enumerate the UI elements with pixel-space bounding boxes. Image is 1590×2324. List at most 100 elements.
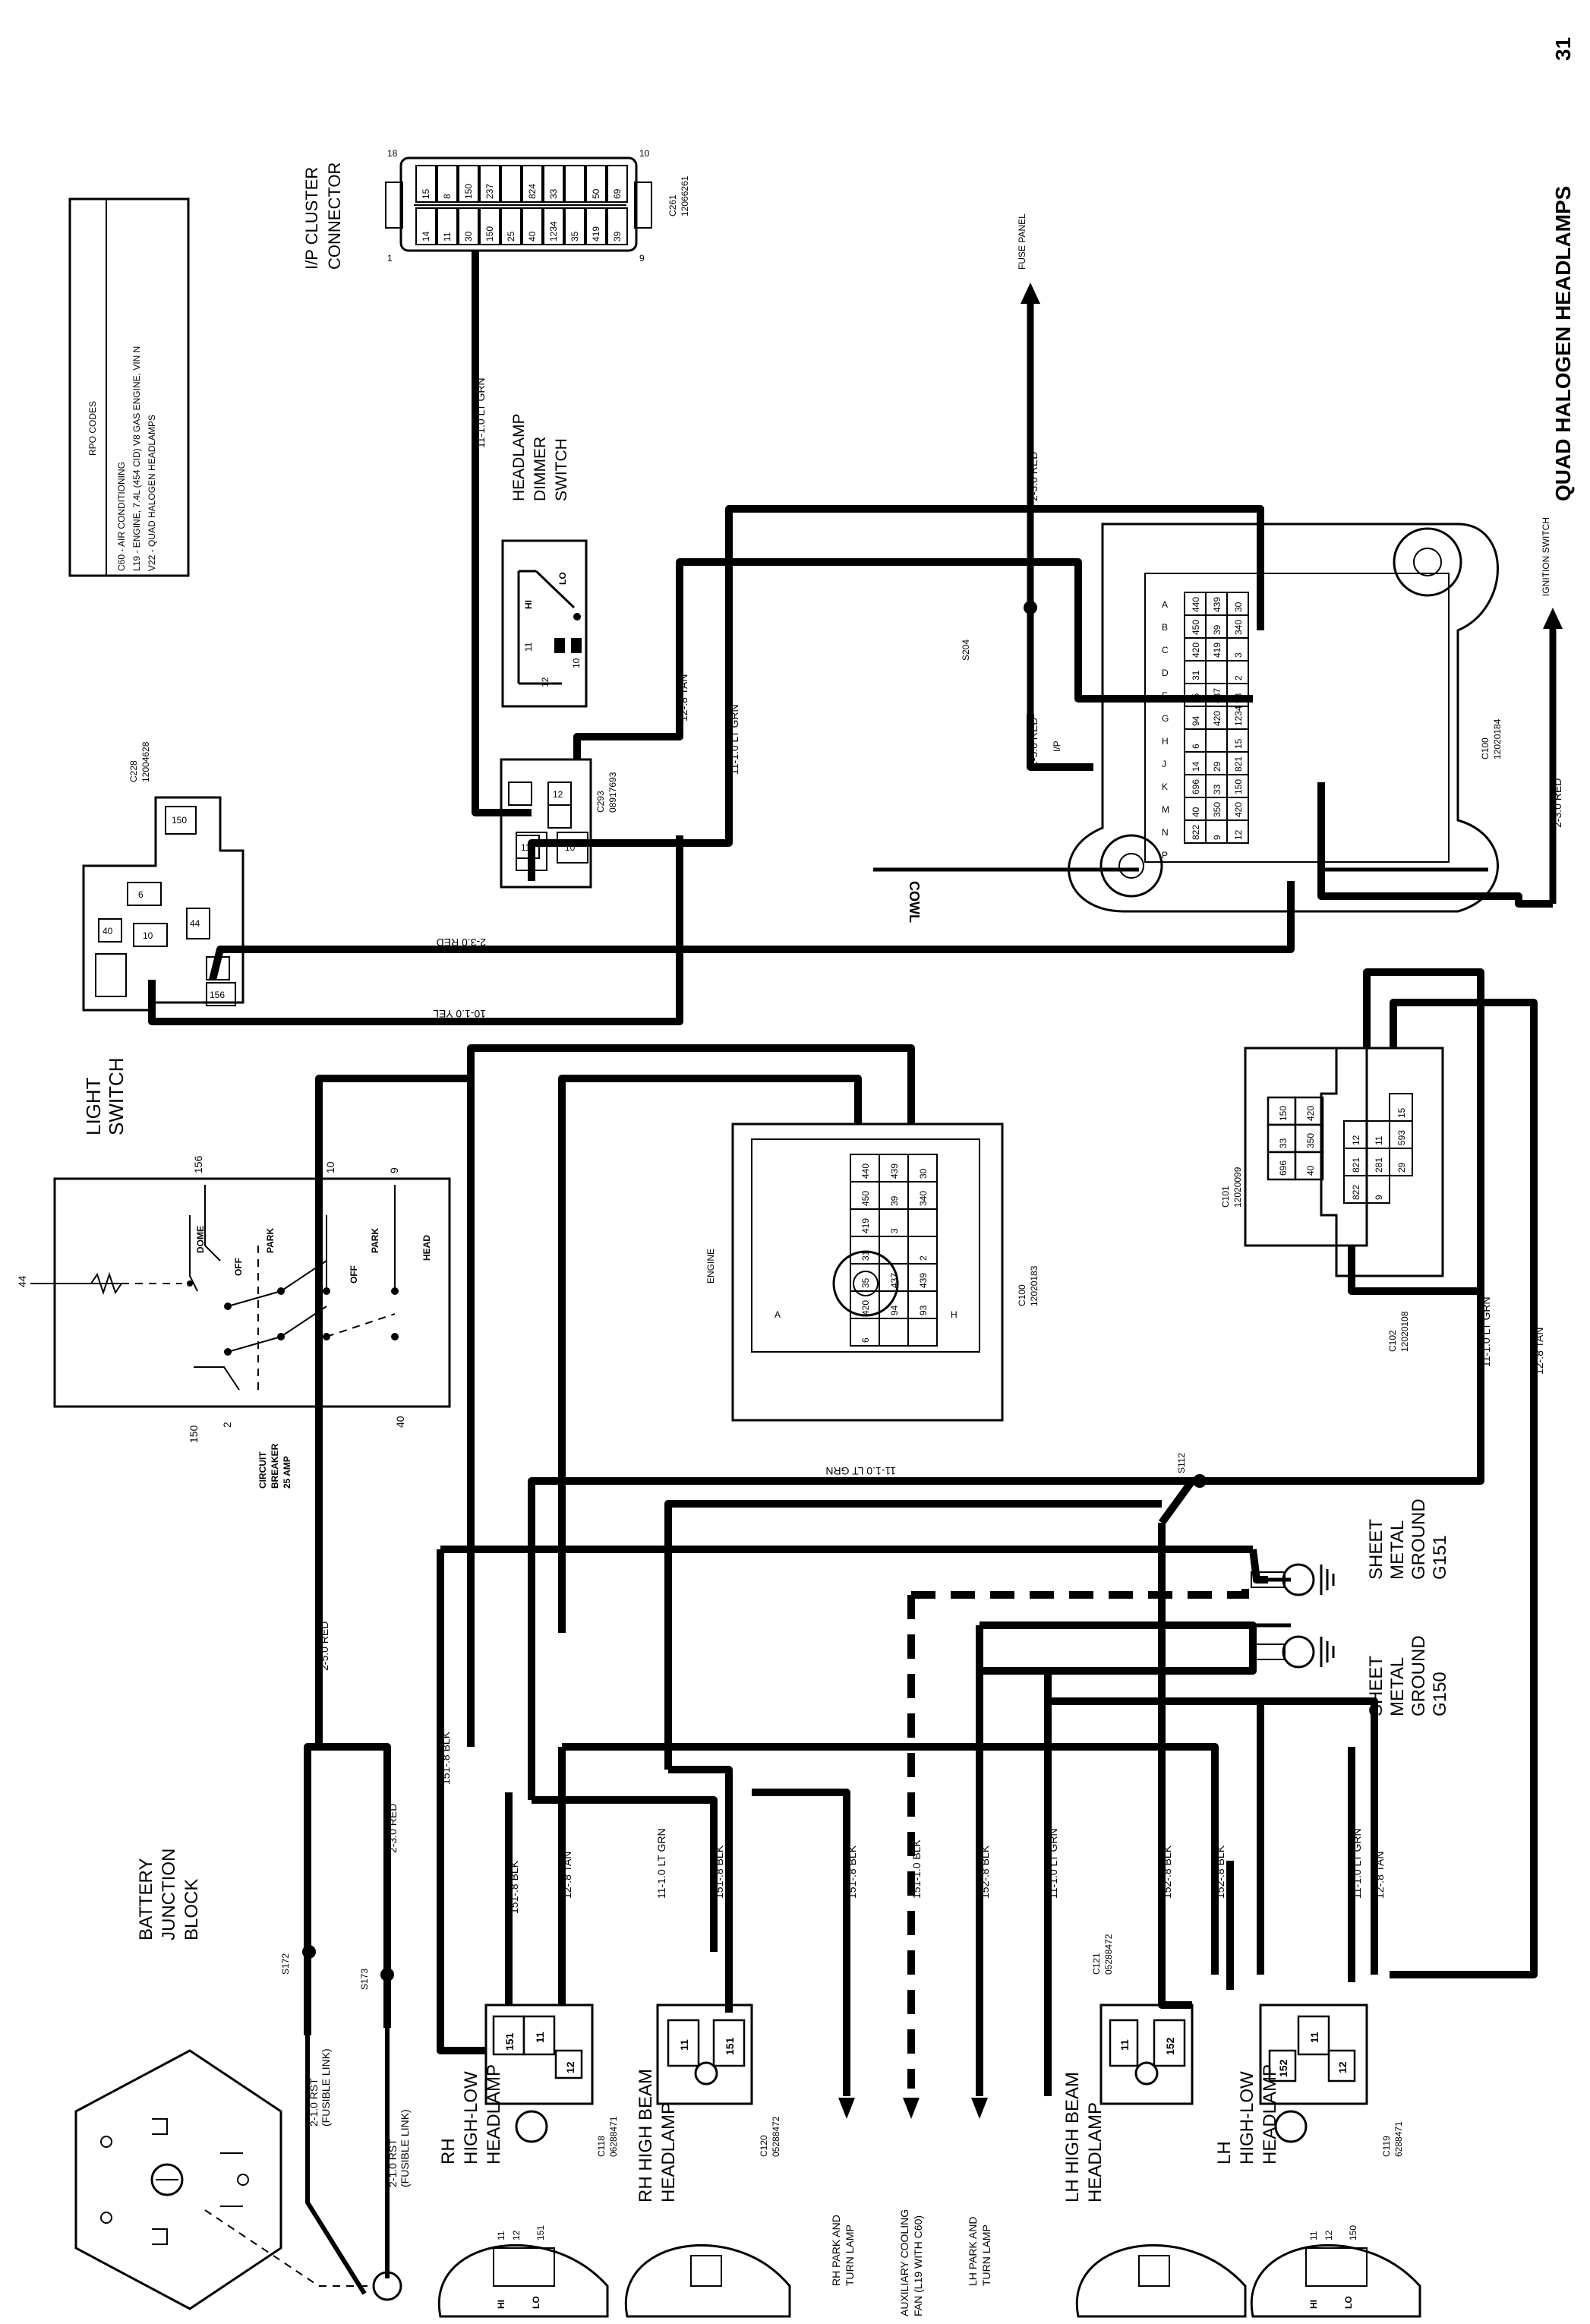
lh-high-low-headlamp: LH HIGH-LOW HEADLAMP 11 12 150 HI LO [1214,2064,1421,2318]
c100-engine-pin [907,1318,938,1347]
svg-text:11: 11 [1118,2039,1131,2051]
svg-text:SHEET: SHEET [1366,1656,1387,1716]
svg-text:BATTERY: BATTERY [136,1858,156,1940]
svg-text:350: 350 [1305,1133,1316,1148]
c102-pin-label: 281 [1374,1157,1384,1173]
svg-text:HI: HI [496,2300,506,2309]
c100-ip-pin-label: 31 [1191,670,1201,680]
c100-ip-pin-label: 9 [1212,835,1222,840]
ip-cluster-pin: 11 [442,232,453,242]
svg-text:2-3.0 RED: 2-3.0 RED [1027,452,1039,501]
svg-text:C102: C102 [1387,1330,1398,1352]
svg-text:GROUND: GROUND [1409,1635,1429,1716]
svg-text:C101: C101 [1220,1186,1231,1208]
svg-text:I/P CLUSTER: I/P CLUSTER [302,167,321,270]
svg-text:150: 150 [172,815,187,826]
connector-c293: 12 10 11 C293 08917693 [500,758,618,889]
lh-high-beam-headlamp: LH HIGH BEAM HEADLAMP [1062,2072,1247,2318]
svg-text:6: 6 [138,889,144,900]
c100-ip-pin-label: 822 [1191,825,1201,840]
c100-ip-pin [1226,819,1249,844]
ip-cluster-pin: 14 [421,231,431,242]
svg-text:LIGHT: LIGHT [82,1077,105,1135]
c100-engine-pin-label: 2 [918,1255,929,1261]
rpo-line: V22 - QUAD HALOGEN HEADLAMPS [147,415,157,571]
rpo-heading: RPO CODES [87,401,98,456]
svg-text:OFF: OFF [233,1258,244,1276]
svg-text:1: 1 [387,253,393,264]
rh-high-beam-headlamp: RH HIGH BEAM HEADLAMP [624,2069,791,2318]
rh-high-low-headlamp: RH HIGH-LOW HEADLAMP 11 12 151 HI LO [437,2064,609,2318]
svg-text:(FUSIBLE LINK): (FUSIBLE LINK) [399,2109,411,2187]
svg-text:LH: LH [1214,2141,1235,2165]
svg-text:6288471: 6288471 [1393,2121,1404,2157]
svg-text:HEADLAMP: HEADLAMP [510,413,528,501]
c100-ip-cavity-letter: C [1162,645,1169,655]
svg-text:PARK: PARK [370,1228,380,1253]
c102-pin-label: 11 [1374,1135,1384,1145]
svg-text:12: 12 [1323,2230,1334,2240]
c100-ip-pin-label: 6 [1191,744,1201,749]
svg-text:151: 151 [724,2037,736,2055]
svg-text:LH PARK AND: LH PARK AND [967,2216,979,2286]
ground-g151: SHEET METAL GROUND G151 [1251,1498,1450,1596]
rpo-line: C60 - AIR CONDITIONING [116,462,127,571]
svg-text:C261: C261 [667,194,678,216]
svg-text:ENGINE: ENGINE [705,1249,716,1284]
svg-text:696: 696 [1278,1160,1289,1176]
wires [148,251,1553,2295]
svg-text:12-.8 TAN: 12-.8 TAN [561,1851,573,1899]
svg-text:151-.8 BLK: 151-.8 BLK [440,1731,452,1785]
svg-text:151: 151 [535,2225,546,2240]
c100-engine-pin-label: 6 [860,1337,871,1343]
svg-text:BREAKER: BREAKER [270,1443,280,1489]
svg-text:C120: C120 [759,2135,769,2157]
c100-ip-pin-label: 450 [1191,620,1201,635]
svg-text:HEADLAMP: HEADLAMP [1260,2064,1280,2165]
c100-engine-pin-label: 31 [860,1250,871,1261]
c100-ip-pin-label: 15 [1233,738,1244,749]
c100-ip-cavity-letter: M [1162,804,1169,815]
svg-text:RH HIGH BEAM: RH HIGH BEAM [636,2069,656,2202]
c100-ip-pin-label: 14 [1191,761,1201,772]
ip-cluster-pin: 30 [463,231,474,242]
svg-text:HEAD: HEAD [421,1235,432,1261]
ip-cluster-pin: 69 [612,188,623,199]
c100-ip-cavity-letter: G [1162,713,1169,724]
light-switch: LIGHT SWITCH 44 156 10 9 150 2 40 CIRCUI… [16,1057,451,1489]
svg-text:44: 44 [16,1275,28,1287]
svg-text:12: 12 [540,677,551,687]
svg-text:TURN LAMP: TURN LAMP [980,2225,992,2286]
svg-text:12-.8 TAN: 12-.8 TAN [1533,1327,1545,1375]
c102-pin-label: 821 [1351,1157,1361,1173]
svg-text:OFF: OFF [349,1265,359,1284]
svg-text:2-1.0 RST: 2-1.0 RST [386,2139,399,2187]
c100-ip-cavity-letter: B [1162,622,1168,633]
c100-ip-cavity-letter: N [1162,827,1169,838]
svg-text:11: 11 [523,642,534,652]
svg-text:11: 11 [678,2039,690,2051]
svg-text:IGNITION SWITCH: IGNITION SWITCH [1541,517,1551,596]
svg-text:05288472: 05288472 [771,2116,781,2157]
svg-text:150: 150 [188,1425,200,1443]
rpo-codes-box: RPO CODES C60 - AIR CONDITIONING L19 - E… [68,197,190,577]
svg-text:10: 10 [143,930,153,941]
svg-text:DIMMER: DIMMER [532,437,549,501]
svg-text:RH PARK AND: RH PARK AND [830,2215,842,2286]
c100-ip-pin [1205,660,1228,684]
svg-text:CONNECTOR: CONNECTOR [325,163,344,270]
c100-ip-pin-label: 1234 [1233,706,1244,726]
c100-ip-pin [1205,728,1228,753]
ip-cluster-pin: 824 [527,184,538,199]
svg-text:HI: HI [1308,2300,1319,2309]
svg-text:SWITCH: SWITCH [553,438,570,501]
svg-text:HEADLAMP: HEADLAMP [484,2064,504,2165]
svg-text:12: 12 [511,2230,522,2240]
svg-text:151-.8 BLK: 151-.8 BLK [846,1845,858,1899]
c100-engine-pin-label: 340 [918,1191,929,1206]
c100-engine-pin-label: 439 [918,1273,929,1288]
svg-text:GROUND: GROUND [1409,1498,1429,1580]
svg-text:44: 44 [190,918,200,929]
c100-ip-cavity-letter: J [1162,759,1166,769]
